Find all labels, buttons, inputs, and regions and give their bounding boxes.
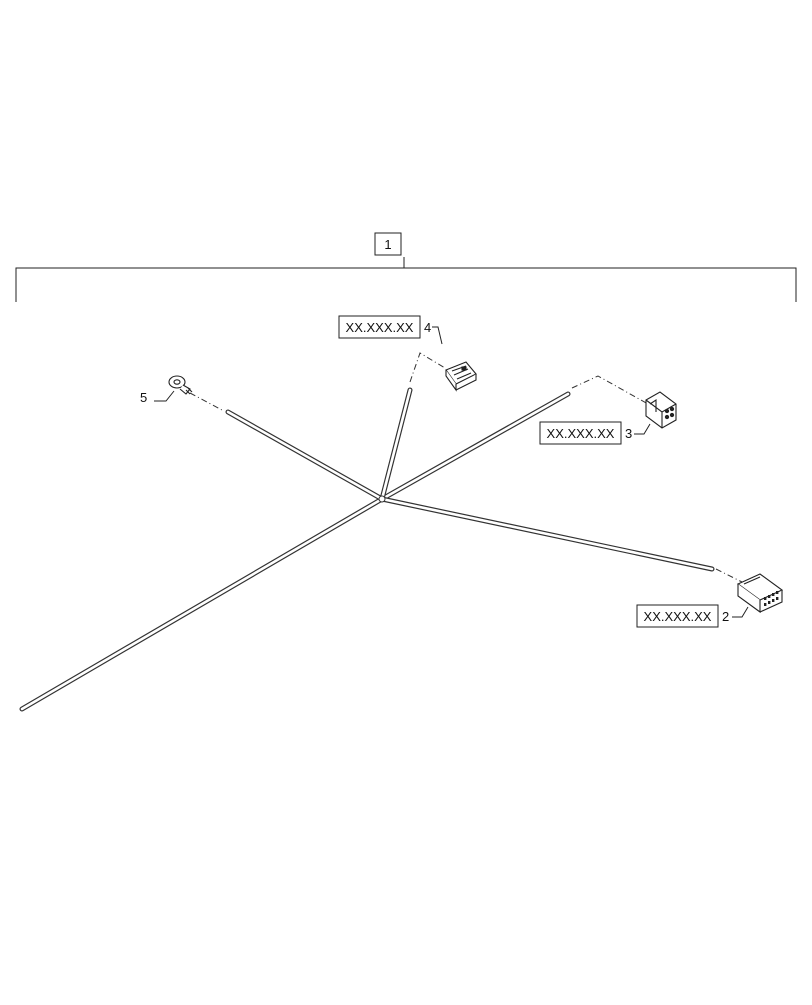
wire-branch-right xyxy=(379,496,715,572)
item-4-callout[interactable]: XX.XXX.XX 4 xyxy=(338,315,443,345)
connection-line-item-4 xyxy=(409,352,446,383)
item-1-callout[interactable]: 1 xyxy=(374,232,402,256)
item-4-reference: XX.XXX.XX xyxy=(346,320,414,335)
wire-branch-lower-left xyxy=(19,496,385,712)
wire-branch-upper-left xyxy=(225,409,385,502)
connection-line-item-5 xyxy=(189,392,223,411)
item-4-connector-icon[interactable] xyxy=(445,361,477,392)
connection-line-item-2 xyxy=(715,568,743,583)
wire-harness[interactable] xyxy=(19,387,715,712)
item-2-reference: XX.XXX.XX xyxy=(644,609,712,624)
wire-branch-upper-right xyxy=(379,391,571,502)
item-3-leader xyxy=(634,423,651,435)
wire-junction xyxy=(378,495,386,503)
item-2-number: 2 xyxy=(722,609,729,624)
item-2-leader xyxy=(732,606,749,618)
item-2-connector-icon[interactable] xyxy=(736,573,784,614)
item-5-callout[interactable]: 5 xyxy=(140,390,175,405)
item-3-number: 3 xyxy=(625,426,632,441)
item-5-number: 5 xyxy=(140,390,147,405)
assembly-bracket xyxy=(15,257,797,302)
item-3-reference: XX.XXX.XX xyxy=(547,426,615,441)
item-4-leader xyxy=(432,326,443,345)
item-4-number: 4 xyxy=(424,320,431,335)
item-3-connector-icon[interactable] xyxy=(645,391,677,429)
item-5-leader xyxy=(154,390,175,402)
item-1-number: 1 xyxy=(384,237,391,252)
item-5-ring-terminal-icon[interactable] xyxy=(168,375,193,395)
item-2-callout[interactable]: XX.XXX.XX 2 xyxy=(636,604,749,628)
item-3-callout[interactable]: XX.XXX.XX 3 xyxy=(539,421,651,445)
connection-lines xyxy=(189,352,743,583)
wire-branch-up xyxy=(379,387,413,502)
connection-line-item-3 xyxy=(571,375,649,405)
